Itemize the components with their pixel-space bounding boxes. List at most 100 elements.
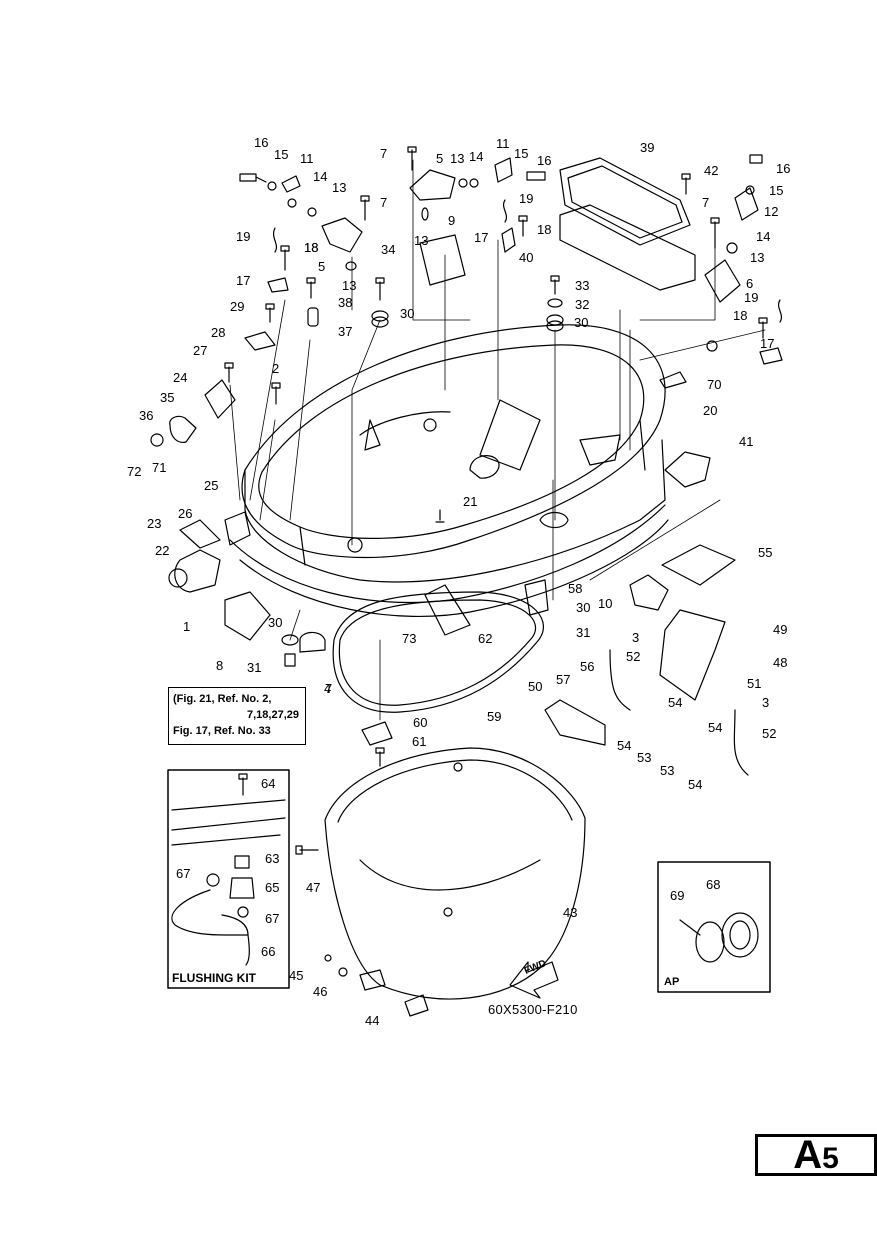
callout-18: 18 bbox=[304, 240, 318, 255]
ap-caption: AP bbox=[664, 976, 680, 988]
callout-34: 34 bbox=[381, 242, 395, 257]
callout-17: 17 bbox=[474, 230, 488, 245]
callout-7: 7 bbox=[380, 195, 387, 210]
page-id-number: 5 bbox=[822, 1142, 839, 1175]
callout-20: 20 bbox=[703, 403, 717, 418]
lower-cover bbox=[295, 721, 586, 1017]
callout-7: 7 bbox=[380, 146, 387, 161]
callout-15: 15 bbox=[769, 183, 783, 198]
callout-18: 18 bbox=[304, 240, 318, 255]
callout-7: 7 bbox=[325, 681, 332, 696]
callout-26: 26 bbox=[178, 506, 192, 521]
callout-54: 54 bbox=[617, 738, 631, 753]
callout-68: 68 bbox=[706, 877, 720, 892]
bottom-cowling bbox=[229, 324, 687, 617]
cover-plates bbox=[559, 157, 696, 291]
callout-36: 36 bbox=[139, 408, 153, 423]
callout-19: 19 bbox=[744, 290, 758, 305]
callout-3: 3 bbox=[762, 695, 769, 710]
callout-13: 13 bbox=[342, 278, 356, 293]
callout-8: 8 bbox=[216, 658, 223, 673]
callout-43: 43 bbox=[563, 905, 577, 920]
callout-56: 56 bbox=[580, 659, 594, 674]
callout-32: 32 bbox=[575, 297, 589, 312]
callout-31: 31 bbox=[247, 660, 261, 675]
callout-29: 29 bbox=[230, 299, 244, 314]
callout-64: 64 bbox=[261, 776, 275, 791]
callout-17: 17 bbox=[236, 273, 250, 288]
callout-17: 17 bbox=[760, 336, 774, 351]
reference-note-line-1: (Fig. 21, Ref. No. 2, bbox=[173, 693, 272, 705]
callout-48: 48 bbox=[773, 655, 787, 670]
reference-note-line-2: 7,18,27,29 bbox=[247, 709, 299, 721]
callout-19: 19 bbox=[519, 191, 533, 206]
callout-40: 40 bbox=[519, 250, 533, 265]
callout-38: 38 bbox=[338, 295, 352, 310]
callout-30: 30 bbox=[576, 600, 590, 615]
callout-16: 16 bbox=[537, 153, 551, 168]
callout-14: 14 bbox=[313, 169, 327, 184]
cowling-seal bbox=[332, 591, 544, 713]
callout-9: 9 bbox=[448, 213, 455, 228]
callout-71: 71 bbox=[152, 460, 166, 475]
callout-5: 5 bbox=[318, 259, 325, 274]
callout-57: 57 bbox=[556, 672, 570, 687]
callout-19: 19 bbox=[236, 229, 250, 244]
callout-13: 13 bbox=[414, 233, 428, 248]
callout-labels: 1 2 3 3 4 5 5 6 7 7 7 7 8 9 10 11 11 12 … bbox=[127, 135, 790, 1028]
callout-23: 23 bbox=[147, 516, 161, 531]
callout-11: 11 bbox=[496, 136, 510, 151]
callout-22: 22 bbox=[155, 543, 169, 558]
ap-parts bbox=[679, 912, 759, 963]
callout-49: 49 bbox=[773, 622, 787, 637]
callout-15: 15 bbox=[274, 147, 288, 162]
flushing-kit-parts bbox=[171, 773, 286, 966]
callout-12: 12 bbox=[764, 204, 778, 219]
callout-53: 53 bbox=[660, 763, 674, 778]
callout-61: 61 bbox=[412, 734, 426, 749]
callout-35: 35 bbox=[160, 390, 174, 405]
callout-42: 42 bbox=[704, 163, 718, 178]
callout-14: 14 bbox=[756, 229, 770, 244]
callout-30: 30 bbox=[400, 306, 414, 321]
reference-note-line-3: Fig. 17, Ref. No. 33 bbox=[173, 725, 271, 737]
callout-58: 58 bbox=[568, 581, 582, 596]
callout-45: 45 bbox=[289, 968, 303, 983]
callout-27: 27 bbox=[193, 343, 207, 358]
fwd-arrow bbox=[509, 961, 559, 999]
callout-54: 54 bbox=[688, 777, 702, 792]
callout-41: 41 bbox=[739, 434, 753, 449]
callout-73: 73 bbox=[402, 631, 416, 646]
callout-55: 55 bbox=[758, 545, 772, 560]
callout-44: 44 bbox=[365, 1013, 379, 1028]
callout-52: 52 bbox=[626, 649, 640, 664]
ap-box bbox=[657, 861, 771, 993]
callout-13: 13 bbox=[450, 151, 464, 166]
callout-14: 14 bbox=[469, 149, 483, 164]
flushing-kit-box bbox=[167, 769, 290, 989]
page-id-letter: A bbox=[793, 1133, 823, 1177]
side-parts bbox=[168, 451, 749, 776]
callout-13: 13 bbox=[750, 250, 764, 265]
callout-30: 30 bbox=[574, 315, 588, 330]
callout-47: 47 bbox=[306, 880, 320, 895]
callout-67: 67 bbox=[176, 866, 190, 881]
callout-39: 39 bbox=[640, 140, 654, 155]
callout-60: 60 bbox=[413, 715, 427, 730]
callout-2: 2 bbox=[272, 361, 279, 376]
callout-18: 18 bbox=[733, 308, 747, 323]
fasteners bbox=[150, 146, 783, 523]
callout-4: 4 bbox=[324, 681, 331, 696]
callout-33: 33 bbox=[575, 278, 589, 293]
callout-66: 66 bbox=[261, 944, 275, 959]
callout-5: 5 bbox=[436, 151, 443, 166]
callout-11: 11 bbox=[300, 151, 314, 166]
drawing-code: 60X5300-F210 bbox=[488, 1002, 578, 1017]
callout-3: 3 bbox=[632, 630, 639, 645]
callout-37: 37 bbox=[338, 324, 352, 339]
callout-62: 62 bbox=[478, 631, 492, 646]
flushing-kit-caption: FLUSHING KIT bbox=[172, 971, 256, 985]
callout-72: 72 bbox=[127, 464, 141, 479]
callout-70: 70 bbox=[707, 377, 721, 392]
